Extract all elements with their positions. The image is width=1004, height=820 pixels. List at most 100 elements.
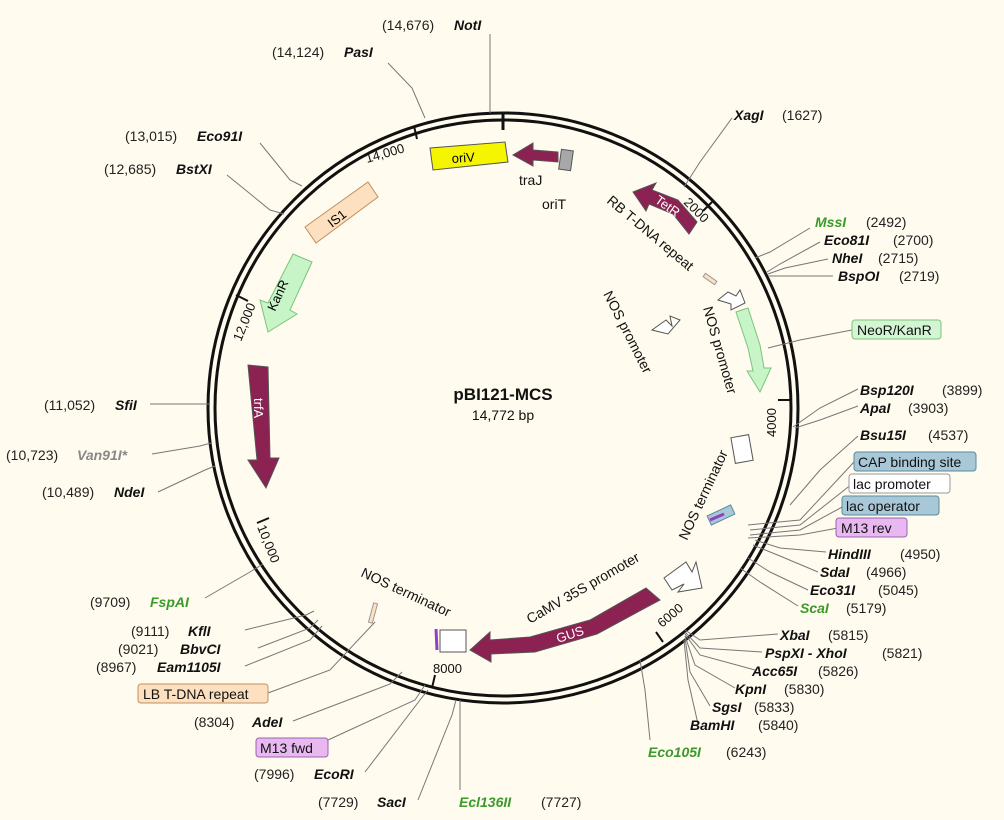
callout-lac-operator: lac operator [846,498,920,514]
leader-van91i [151,442,212,455]
callout-m13-rev-box [836,518,907,537]
leader-cap-site [747,461,855,526]
enzyme-saci-name: SacI [377,794,407,810]
callout-m13-rev: M13 rev [841,520,892,536]
callout-cap-site-border [853,451,977,472]
enzyme-bsu15i-name: Bsu15I [860,427,907,443]
leader-lines [150,34,859,801]
enzyme-labels-left: (14,676) NotI (14,124) PasI (13,015) Eco… [6,17,581,810]
enzyme-bsp120i-name: Bsp120I [860,382,915,398]
leader-sdai [752,544,819,573]
camv-35s-arrow [663,560,703,593]
enzyme-ecori-pos: (7996) [254,766,294,782]
enzyme-xbai-name: XbaI [779,627,811,643]
leader-hindiii [754,539,827,553]
leader-adei [292,671,403,722]
callout-m13-fwd-border [255,737,329,758]
tick-2000 [702,201,713,212]
enzyme-scai-pos: (5179) [846,600,886,616]
enzyme-sfii-name: SfiI [115,397,138,413]
orit-label: oriT [542,196,567,212]
enzyme-nhei-pos: (2715) [878,250,918,266]
callout-m13-fwd-box [256,738,328,757]
leader-pspxi [684,631,763,653]
callout-lac-promoter-border [848,473,951,494]
enzyme-kfli-name: KflI [188,623,212,639]
enzyme-sgsi-name: SgsI [712,699,743,715]
enzyme-eam1105i-pos: (8967) [96,659,136,675]
enzyme-acc65i-pos: (5826) [818,663,858,679]
callout-cap-site-box [854,452,976,471]
enzyme-bamhi-name: BamHI [690,717,735,733]
tick-label-4000: 4000 [764,408,779,437]
enzyme-nhei-name: NheI [832,250,863,266]
enzyme-noti-name: NotI [454,17,482,33]
enzyme-bspoi-pos: (2719) [899,268,939,284]
enzyme-bbvci-pos: (9021) [118,641,158,657]
tick-8000 [431,674,436,689]
enzyme-bamhi-pos: (5840) [758,717,798,733]
enzyme-eco91i-pos: (13,015) [125,128,177,144]
callout-m13-rev-border [835,517,908,538]
tick-14000 [413,125,418,140]
leader-bbvci [257,619,319,649]
trfa-arrow [247,364,280,490]
tick-label-8000: 8000 [433,661,462,676]
leader-saci [417,699,457,801]
nos-promoter-outer-label: NOS promoter [700,304,740,395]
leader-m13-fwd [327,684,426,741]
enzyme-adei-pos: (8304) [194,714,234,730]
orit-feature [558,148,574,172]
enzyme-xbai-pos: (5815) [828,627,868,643]
enzyme-sfii-pos: (11,052) [44,397,95,413]
enzyme-apai-pos: (3903) [908,400,948,416]
leader-kpni [684,635,736,689]
leader-nhei [767,258,829,275]
leader-lac-promoter [749,483,853,531]
leader-eco91i [259,142,303,187]
enzyme-sgsi-pos: (5833) [754,699,794,715]
gus-arrow [469,587,661,663]
enzyme-eco31i-pos: (5045) [878,582,918,598]
tick-10000 [256,517,270,524]
feature-callouts: NeoR/KanR CAP binding site lac promoter … [137,319,977,758]
leader-eco105i [639,659,651,741]
enzyme-saci-pos: (7729) [318,794,358,810]
tetr-arrow [632,182,698,235]
tick-label-6000: 6000 [654,600,686,630]
enzyme-ecl136ii-pos: (7727) [541,794,581,810]
enzyme-adei-name: AdeI [251,714,283,730]
enzyme-ecl136ii-name: Ecl136II [459,794,512,810]
nos-promoter-arrow-outer [716,288,746,311]
leader-eco81i [766,241,821,273]
leader-acc65i [684,633,756,671]
enzyme-pspxi-pos: (5821) [882,645,922,661]
enzyme-bspoi-name: BspOI [838,268,880,284]
enzyme-ndei-name: NdeI [114,484,145,500]
enzyme-van91i-pos: (10,723) [6,447,58,463]
nos-promoter-inner-label: NOS promoter [600,288,655,376]
rb-tdna-mark [702,272,718,286]
plasmid-name: pBI121-MCS [453,385,552,404]
enzyme-van91i-name: Van91I* [77,447,128,463]
oriv-feature [429,141,509,171]
enzyme-mssi-pos: (2492) [866,214,906,230]
callout-neor-kanr: NeoR/KanR [857,322,932,338]
is1-feature [304,181,379,244]
oriv-label: oriV [451,149,475,166]
nos-terminator-box-2 [439,629,467,653]
callout-lac-promoter-box [849,474,950,493]
traj-arrow [511,142,559,167]
enzyme-mssi-name: MssI [815,214,847,230]
leader-ndei [157,465,216,493]
enzyme-kfli-pos: (9111) [131,623,169,639]
tick-6000 [655,631,664,643]
traj-label: traJ [519,172,542,188]
leader-eco31i [747,557,809,591]
enzyme-noti-pos: (14,676) [382,17,434,33]
plasmid-length: 14,772 bp [472,407,534,423]
enzyme-eco81i-pos: (2700) [893,232,933,248]
leader-pasi [387,62,426,119]
callout-neor-kanr-border [851,319,942,340]
leader-apai [794,405,859,429]
